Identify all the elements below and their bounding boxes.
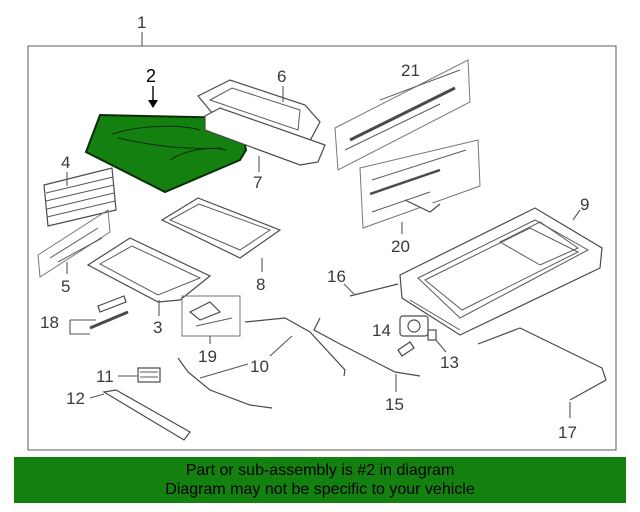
callout-9-leader [572,209,581,221]
part-7-frame[interactable] [204,107,326,166]
callout-7: 7 [253,173,262,192]
diagram-frame [27,45,617,451]
callout-12: 12 [66,389,85,408]
info-banner: Part or sub-assembly is #2 in diagram Di… [14,457,626,503]
part-13-motor[interactable] [399,315,437,341]
callout-18-leader [69,319,96,335]
callout-20: 20 [391,237,410,256]
callout-19: 19 [198,347,217,366]
banner-line-2: Diagram may not be specific to your vehi… [165,481,475,498]
part-3-sunshade[interactable] [86,237,212,303]
part-15-drain-tube[interactable] [313,317,421,377]
part-18-bracket[interactable] [89,295,129,330]
callout-2: 2 [146,66,156,86]
callout-6: 6 [277,67,286,86]
callout-15: 15 [385,395,404,414]
callout-3: 3 [153,318,162,337]
part-10-deflector[interactable] [177,317,346,409]
part-9-sunroof-frame[interactable] [399,207,603,336]
part-11-filler[interactable] [137,367,161,383]
banner-line-1: Part or sub-assembly is #2 in diagram [185,462,455,479]
callout-16-leader [343,283,355,295]
callout-17: 17 [558,423,577,442]
callout-14: 14 [372,321,391,340]
callout-21: 21 [401,61,420,80]
part-14-clip[interactable] [397,341,415,357]
callout-13-leader [435,339,447,353]
part-20-guide-kit[interactable] [359,139,481,229]
callout-8: 8 [256,275,265,294]
part-21-cable-kit[interactable] [334,59,471,171]
part-8-seal-panel[interactable] [160,197,282,259]
part-12-trim-strip[interactable] [102,389,191,441]
callout-10-leader-b [199,363,249,379]
callout-1: 1 [137,13,146,32]
part-17-seal[interactable] [477,327,607,401]
callout-10: 10 [250,357,269,376]
part-4-shade[interactable] [43,167,117,227]
callout-2-arrow [148,100,158,108]
part-19-clip-kit[interactable] [181,295,241,337]
callout-9: 9 [580,195,589,214]
callout-12-leader [89,393,105,399]
part-16-drain-hose[interactable] [349,283,399,297]
callout-11: 11 [96,367,114,386]
callout-10-leader [269,335,293,357]
callout-16: 16 [327,267,346,286]
callout-5: 5 [61,277,70,296]
callout-18: 18 [40,313,59,332]
callout-4: 4 [61,153,70,172]
callout-13: 13 [440,353,459,372]
part-5-rail-kit[interactable] [37,209,111,278]
